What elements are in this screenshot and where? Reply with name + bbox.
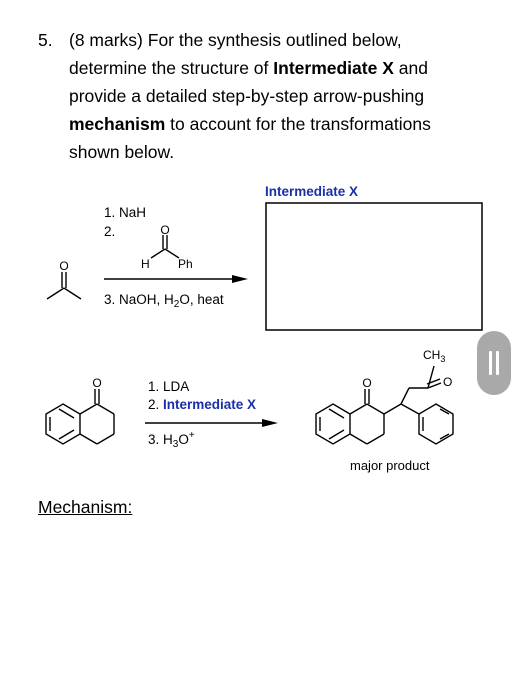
scrollbar-handle[interactable] (477, 331, 511, 395)
arrowhead-2 (262, 419, 278, 427)
arrowhead-1 (232, 275, 248, 283)
product-aldehyde-oxygen: O (443, 375, 452, 389)
question-marks: (8 marks) (69, 30, 143, 50)
intermediate-x-answer-box[interactable] (265, 202, 483, 331)
mechanism-emphasis: mechanism (69, 114, 166, 134)
question-line-4: to account for the transformations (165, 114, 431, 134)
benzaldehyde-ph: Ph (178, 257, 193, 271)
question-line-1: For the synthesis outlined below, (142, 30, 402, 50)
reagent-h3o: 3. H3O+ (148, 430, 195, 450)
question-line-5: shown below. (69, 142, 175, 162)
major-product-label: major product (350, 458, 430, 473)
question-text: 5. (8 marks) For the synthesis outlined … (38, 26, 478, 166)
benzaldehyde-oxygen: O (160, 223, 169, 237)
reagent-lda: 1. LDA (148, 379, 189, 394)
grip-line-icon (489, 351, 492, 375)
reagent-step-2: 2. (104, 224, 115, 239)
product-ketone-oxygen: O (362, 376, 371, 390)
question-number: 5. (38, 30, 53, 50)
reagent-naoh: 3. NaOH, H2O, heat (104, 292, 224, 310)
acetone-oxygen: O (59, 259, 68, 273)
grip-line-icon (496, 351, 499, 375)
benzaldehyde-structure (150, 235, 180, 259)
benzaldehyde-h: H (141, 257, 150, 271)
reagent-intermediate-x: 2. Intermediate X (148, 397, 256, 412)
mechanism-heading: Mechanism: (38, 497, 133, 517)
tetralone-oxygen: O (92, 376, 101, 390)
question-line-3: provide a detailed step-by-step arrow-pu… (69, 86, 425, 106)
tetralone-structure (45, 389, 115, 445)
question-line-2: determine the structure of (69, 58, 274, 78)
acetone-structure (46, 272, 82, 300)
reagent-nah: 1. NaH (104, 205, 146, 220)
question-line-2-end: and (393, 58, 428, 78)
product-methyl: CH3 (423, 348, 445, 364)
product-structure (315, 365, 454, 445)
intermediate-x-title: Intermediate X (265, 184, 358, 199)
intermediate-x-emphasis: Intermediate X (273, 58, 394, 78)
